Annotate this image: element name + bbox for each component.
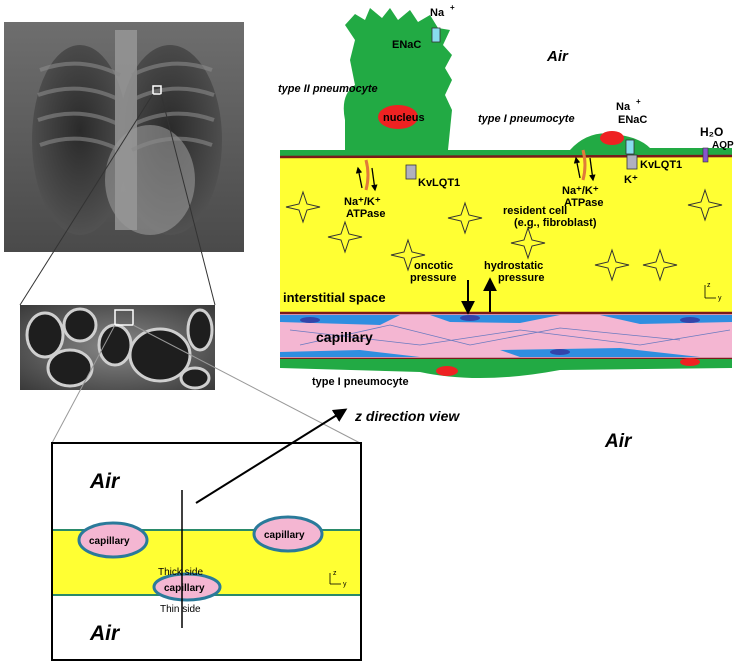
kvlqt1-channel: [626, 154, 638, 170]
svg-text:+: +: [450, 3, 455, 12]
nucleus-label: nucleus: [383, 112, 425, 124]
cross-section-schematic: [51, 408, 362, 661]
thin-side-label: Thin side: [160, 604, 201, 615]
air-label-box-bottom: Air: [89, 622, 121, 645]
kvlqt1-label-right: KvLQT1: [640, 159, 682, 171]
air-label-middle: Air: [604, 431, 633, 452]
zoom-line: [160, 93, 216, 306]
aqp-label: AQP: [712, 140, 734, 151]
capillary-left-label: capillary: [89, 536, 130, 547]
type-i-pneumocyte-label: type I pneumocyte: [478, 113, 575, 125]
air-label-top: Air: [546, 48, 569, 65]
pump-left-label: Na⁺/K⁺: [344, 196, 381, 208]
zoom-line: [51, 324, 116, 444]
na-label-right: Na: [616, 101, 631, 113]
hydrostatic-label: hydrostatic: [484, 260, 543, 272]
sem-alveoli-image: [20, 305, 215, 390]
axis-z-label-main: z: [707, 282, 711, 289]
epithelium-bottom: [280, 359, 732, 379]
chest-xray-image: [4, 22, 244, 252]
axis-y-label: y: [343, 581, 347, 588]
zoom-line: [19, 93, 154, 306]
h2o-label: H₂O: [700, 125, 723, 139]
type-i-pneumocyte-bottom-label: type I pneumocyte: [312, 376, 409, 388]
thick-side-label: Thick side: [158, 567, 203, 578]
k-plus-label: K⁺: [624, 174, 638, 186]
hydrostatic-label-2: pressure: [498, 272, 544, 284]
na-label-left: Na: [430, 7, 445, 19]
aqp-channel: [702, 147, 709, 163]
z-direction-arrow: [195, 408, 348, 504]
interstitial-space-label: interstitial space: [283, 290, 386, 305]
capillary-label: capillary: [316, 329, 373, 345]
pump-left-label-2: ATPase: [346, 208, 386, 220]
nucleus-shape: [378, 105, 418, 129]
z-direction-view-label: z direction view: [354, 408, 460, 424]
axis-z-label: z: [333, 570, 337, 577]
air-label-box-top: Air: [89, 470, 121, 493]
oncotic-label: oncotic: [414, 260, 453, 272]
axis-y-label-main: y: [718, 295, 722, 302]
enac-label-left: ENaC: [392, 39, 421, 51]
type-ii-pneumocyte-label: type II pneumocyte: [278, 83, 378, 95]
basement-membrane: [279, 154, 733, 159]
xray-zoom-box: [152, 85, 162, 95]
interstitial-region: [280, 153, 732, 313]
svg-text:+: +: [636, 97, 641, 106]
capillary-right: [252, 515, 324, 553]
capillary-right-label: capillary: [264, 530, 305, 541]
kvlqt1-label-left: KvLQT1: [418, 177, 460, 189]
resident-cell-example: (e.g., fibroblast): [514, 217, 597, 229]
pump-right-label: Na⁺/K⁺: [562, 185, 599, 197]
oncotic-label-2: pressure: [410, 272, 456, 284]
enac-channel: [431, 27, 441, 43]
kvlqt1-channel: [405, 164, 417, 180]
capillary-center: [152, 572, 222, 602]
pump-right-label-2: ATPase: [564, 197, 604, 209]
enac-label-right: ENaC: [618, 114, 647, 126]
resident-cell-label: resident cell: [503, 205, 567, 217]
sem-zoom-box: [114, 309, 134, 326]
capillary-left: [77, 521, 149, 559]
capillary-center-label: capillary: [164, 583, 205, 594]
enac-channel: [625, 139, 635, 155]
alveolar-wall-detail: [279, 8, 733, 379]
